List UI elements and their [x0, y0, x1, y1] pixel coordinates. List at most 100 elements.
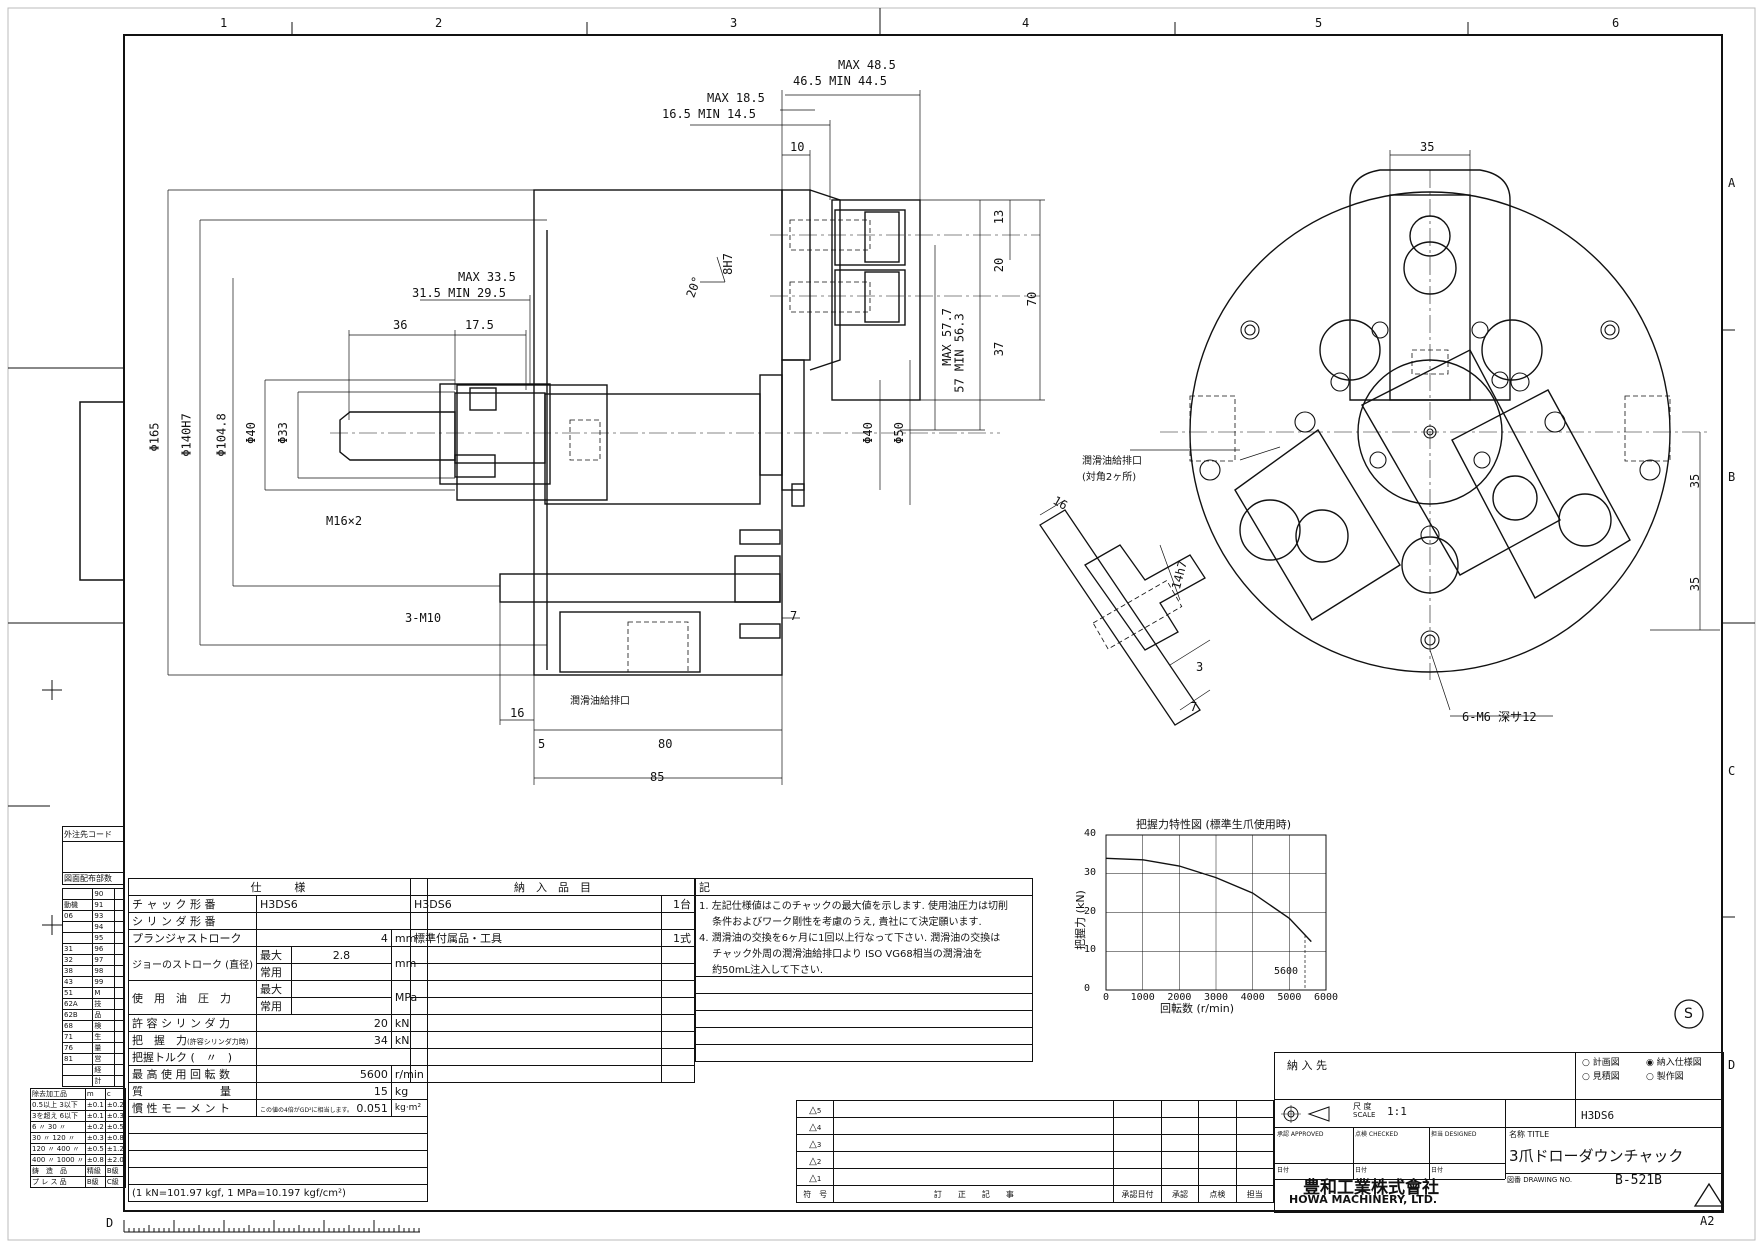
chart-x-tick: 5000	[1277, 992, 1302, 1003]
col-number-4: 4	[1022, 16, 1030, 30]
dim-3: 3	[1196, 660, 1204, 674]
col-number-1: 1	[220, 16, 228, 30]
revision-table: △5 △4 △3 △2 △1 符 号訂 正 記 事承認日付承認点検担当	[795, 1100, 1275, 1203]
tolerance-cell: ±0.1	[84, 1110, 106, 1122]
option-production[interactable]: ○ 製作図	[1646, 1072, 1684, 1082]
delivery-to-label: 納 入 先	[1287, 1059, 1327, 1072]
dist-code: 71	[61, 1031, 94, 1043]
label-lube-port: 潤滑油給排口	[570, 696, 630, 707]
dist-number: 91	[92, 899, 115, 911]
delivery-item: 標準付属品・工具	[410, 929, 662, 947]
designed-label: 担当 DESIGNED	[1431, 1131, 1477, 1138]
dist-code: 32	[61, 954, 94, 966]
callout-m6: 6-M6 深サ12	[1462, 710, 1537, 724]
option-spec[interactable]: ◉ 納入仕様図	[1646, 1058, 1702, 1068]
supplier-code-label: 外注先コード	[62, 826, 124, 842]
dim-13: 13	[992, 209, 1007, 225]
dim-10: 10	[790, 140, 805, 154]
dim-phi33: Φ33	[275, 422, 290, 444]
chart-x-tick: 4000	[1240, 992, 1265, 1003]
col-number-6: 6	[1612, 16, 1620, 30]
dim-70: 70	[1025, 291, 1040, 307]
dist-code: 43	[61, 976, 94, 988]
chart-annotation-5600: 5600	[1274, 966, 1299, 977]
tolerance-cell: ±0.8	[104, 1132, 126, 1144]
chart-x-tick: 3000	[1204, 992, 1229, 1003]
spec-label: シ リ ン ダ 形 番	[128, 912, 257, 930]
tolerance-cell: ±0.8	[84, 1154, 106, 1166]
chart-y-tick: 30	[1084, 866, 1097, 878]
scale-label: 尺 度	[1353, 1102, 1372, 1111]
spec-sub: 最大	[255, 946, 292, 964]
tolerance-cell: ±0.5	[104, 1121, 126, 1133]
spec-label: チ ャ ッ ク 形 番	[128, 895, 257, 913]
tolerance-cell: m	[84, 1088, 106, 1100]
dim-46-5: 46.5 MIN 44.5	[793, 74, 887, 88]
dim-16: 16	[510, 706, 525, 720]
spec-value: 4	[255, 929, 392, 947]
spec-sub: 最大	[255, 980, 292, 998]
spec-label: ジョーのストローク (直径)	[128, 946, 257, 981]
spec-label: 把 握 力(許容シリンダ力時)	[128, 1031, 257, 1049]
dist-number: 98	[92, 965, 115, 977]
tolerance-cell: B級	[104, 1165, 126, 1177]
note-line: 4. 潤滑油の交換を6ヶ月に1回以上行なって下さい. 潤滑油の交換は	[695, 928, 1033, 944]
delivery-header: 納 入 品 目	[410, 878, 695, 896]
chart-x-tick: 6000	[1314, 992, 1339, 1003]
tolerance-cell: c	[104, 1088, 126, 1100]
tolerance-cell: 除去加工品	[30, 1088, 86, 1100]
dim-phi165: Φ165	[147, 422, 162, 452]
tolerance-cell: C級	[104, 1176, 126, 1188]
stamp-letter: S	[1684, 1006, 1693, 1022]
tolerance-cell: 400 〃 1000 〃	[30, 1154, 86, 1166]
dist-code	[61, 1075, 94, 1087]
tolerance-cell: B級	[84, 1176, 106, 1188]
drawing-number: B-521B	[1615, 1173, 1662, 1188]
dist-number: 経	[92, 1064, 115, 1076]
tolerance-cell: ±0.1	[84, 1099, 106, 1111]
spec-value	[255, 912, 428, 930]
drawing-type-options: ○ 計画図 ◉ 納入仕様図 ○ 見積図 ○ 製作図	[1575, 1053, 1724, 1087]
dist-number: 計	[92, 1075, 115, 1087]
tolerance-cell: 6 〃 30 〃	[30, 1121, 86, 1133]
tolerance-cell: ±2.0	[104, 1154, 126, 1166]
revision-mark: △1	[795, 1168, 835, 1186]
spec-label: 最 高 使 用 回 転 数	[128, 1065, 257, 1083]
revision-mark: △5	[795, 1100, 835, 1118]
corner-letter: D	[106, 1216, 114, 1230]
dim-max18-5: MAX 18.5	[707, 91, 765, 105]
spec-value: 15	[255, 1082, 392, 1100]
revision-mark: △3	[795, 1134, 835, 1152]
col-number-5: 5	[1315, 16, 1323, 30]
dim-5: 5	[538, 737, 546, 751]
dist-code: 62A	[61, 998, 94, 1010]
dist-code	[61, 921, 94, 933]
revision-footer-cell: 点検	[1198, 1185, 1237, 1203]
title-block: 納 入 先 ○ 計画図 ◉ 納入仕様図 ○ 見積図 ○ 製作図 尺 度 SCAL…	[1274, 1052, 1724, 1213]
note-line: 約50mL注入して下さい.	[695, 960, 1033, 977]
callout-3-m10: 3-M10	[405, 611, 442, 625]
dist-number: 94	[92, 921, 115, 933]
callout-m16x2: M16×2	[326, 514, 363, 528]
spec-header: 仕 様	[128, 878, 428, 896]
dim-35-right-2: 35	[1688, 576, 1703, 592]
dist-number: M	[92, 987, 115, 999]
scale-value: 1:1	[1387, 1105, 1407, 1118]
dim-max48-5: MAX 48.5	[838, 58, 896, 72]
tolerance-cell: ±0.3	[104, 1110, 126, 1122]
notes-header: 記	[695, 878, 1033, 896]
dist-code: 06	[61, 910, 94, 922]
option-plan[interactable]: ○ 計画図	[1582, 1058, 1620, 1068]
distribution-label: 図面配布部数	[62, 872, 124, 885]
tolerance-cell: 鋳 造 品	[30, 1165, 86, 1177]
dim-max33-5: MAX 33.5	[458, 270, 516, 284]
label-lube-port-front: 潤滑油給排口	[1082, 456, 1142, 467]
option-estimate[interactable]: ○ 見積図	[1582, 1072, 1620, 1082]
dist-code: 62B	[61, 1009, 94, 1021]
dist-number: 量	[92, 1042, 115, 1054]
dim-57-min56-3: 57 MIN 56.3	[952, 313, 967, 393]
spec-footnote: (1 kN=101.97 kgf, 1 MPa=10.197 kgf/cm²)	[128, 1184, 428, 1202]
spec-value: 34	[255, 1031, 392, 1049]
